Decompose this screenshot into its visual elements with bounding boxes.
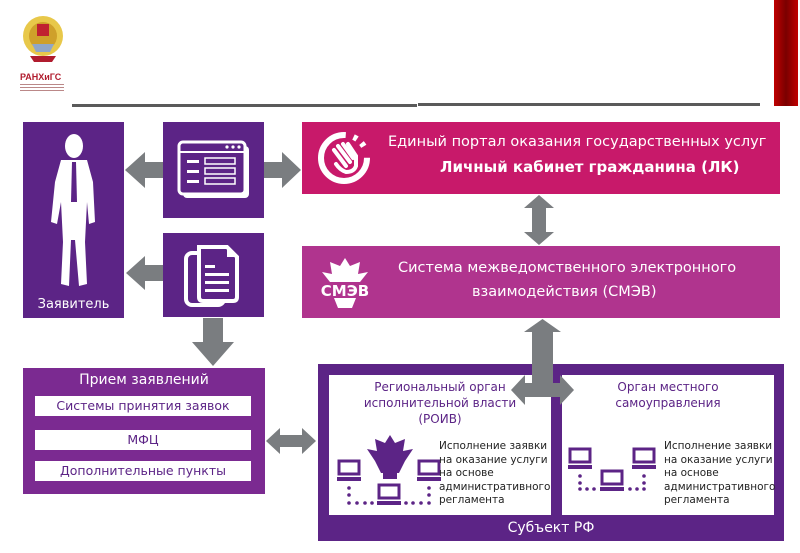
applicant-label: Заявитель <box>37 297 110 312</box>
roiv-network-icon <box>337 435 441 505</box>
header-rule-left <box>72 104 417 107</box>
intake-item-mfc: МФЦ <box>35 430 251 450</box>
documents-icon <box>184 245 239 307</box>
documents-box <box>163 233 264 317</box>
arrow-form-to-portal <box>264 152 301 188</box>
roiv-panel: Региональный орган исполнительной власти… <box>329 375 551 515</box>
federal-subject-box: Региональный орган исполнительной власти… <box>318 364 784 541</box>
arrow-roiv-local <box>511 375 574 405</box>
header-rule-right <box>418 103 760 106</box>
smev-subtitle: взаимодействия (СМЭВ) <box>472 284 657 300</box>
local-government-panel: Орган местного самоуправления Исполнение… <box>562 375 776 515</box>
intake-item-request-systems: Системы принятия заявок <box>35 396 251 416</box>
local-government-title: Орган местного самоуправления <box>615 380 721 410</box>
accent-bar <box>774 0 798 106</box>
svg-text:СМЭВ: СМЭВ <box>321 282 369 300</box>
local-network-icon <box>568 447 656 491</box>
logo-text: РАНХиГС <box>20 72 62 82</box>
application-intake-box: Прием заявлений Системы принятия заявок … <box>23 368 265 494</box>
state-services-portal-box: Единый портал оказания государственных у… <box>302 122 780 194</box>
smev-emblem-icon: СМЭВ <box>321 258 369 308</box>
federal-subject-label: Субъект РФ <box>507 520 595 536</box>
local-government-description: Исполнение заявки на оказание услуги на … <box>664 440 776 506</box>
web-form-box <box>163 122 264 218</box>
arrow-smev-subject <box>524 319 561 381</box>
web-form-icon <box>177 140 249 198</box>
portal-title: Единый портал оказания государственных у… <box>388 134 767 150</box>
person-silhouette-icon <box>51 134 95 286</box>
smev-box: СМЭВ Система межведомственного электронн… <box>302 246 780 318</box>
arrow-form-to-applicant <box>125 152 163 188</box>
smev-title: Система межведомственного электронного <box>398 260 737 276</box>
applicant-box: Заявитель <box>23 122 124 318</box>
roiv-description: Исполнение заявки на оказание услуги на … <box>439 440 551 506</box>
portal-subtitle: Личный кабинет гражданина (ЛК) <box>440 158 740 176</box>
arrow-docs-to-intake <box>192 318 234 366</box>
touch-hand-icon <box>318 132 370 184</box>
roiv-title: Региональный орган исполнительной власти… <box>363 380 517 426</box>
arrow-portal-smev <box>524 195 554 245</box>
arrow-intake-subject <box>266 428 316 454</box>
ranepa-emblem-icon <box>18 8 68 98</box>
logo-subtitle <box>20 84 64 92</box>
intake-item-extra-points: Дополнительные пункты <box>35 461 251 481</box>
intake-title: Прием заявлений <box>79 372 209 388</box>
arrow-docs-to-applicant <box>126 256 163 290</box>
